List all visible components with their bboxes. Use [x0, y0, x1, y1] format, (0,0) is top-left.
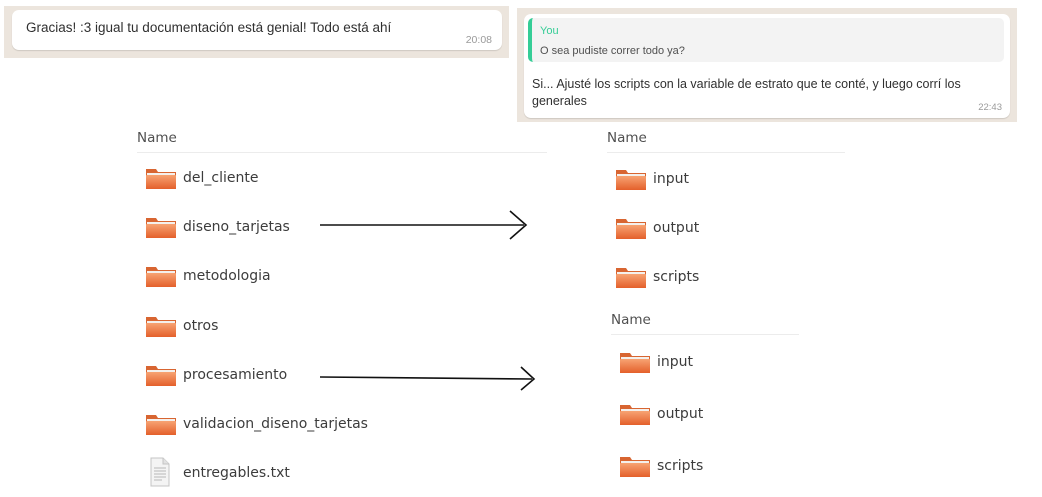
arrow-icon	[319, 366, 536, 391]
folder-icon	[619, 350, 651, 374]
item-label: metodologia	[183, 268, 271, 284]
item-label: diseno_tarjetas	[183, 219, 290, 235]
chat-reply-bubble: You O sea pudiste correr todo ya? Si... …	[524, 14, 1010, 118]
item-label: del_cliente	[183, 170, 259, 186]
item-label: validacion_diseno_tarjetas	[183, 416, 368, 432]
folder-icon	[145, 314, 177, 338]
file-list-main: Name del_cliente diseno_tarjetas metodol…	[137, 130, 547, 495]
folder-icon	[615, 216, 647, 240]
item-label: input	[657, 354, 694, 370]
column-header-name[interactable]: Name	[607, 130, 647, 146]
text-file-icon	[150, 457, 170, 487]
folder-icon	[619, 454, 651, 478]
header-divider	[607, 152, 845, 153]
folder-icon	[145, 264, 177, 288]
folder-icon	[145, 215, 177, 239]
header-divider	[611, 334, 799, 335]
folder-icon	[615, 167, 647, 191]
folder-icon	[619, 402, 651, 426]
column-header-name[interactable]: Name	[611, 312, 651, 328]
chat-reply-time: 22:43	[978, 102, 1002, 113]
chat-message-text: Gracias! :3 igual tu documentación está …	[26, 20, 392, 35]
folder-icon	[145, 166, 177, 190]
folder-icon	[145, 412, 177, 436]
file-list-diseno-tarjetas: Name input output scripts	[607, 130, 847, 300]
folder-icon	[615, 265, 647, 289]
chat-reply-text: Si... Ajusté los scripts con la variable…	[532, 77, 961, 108]
quoted-text: O sea pudiste correr todo ya?	[540, 45, 685, 57]
item-label: input	[653, 171, 690, 187]
item-label: procesamiento	[183, 367, 288, 383]
item-label: scripts	[657, 458, 704, 474]
chat-message-bubble: Gracias! :3 igual tu documentación está …	[12, 10, 502, 50]
folder-icon	[145, 363, 177, 387]
item-label: output	[653, 220, 700, 236]
file-list-procesamiento: Name input output scripts	[611, 312, 801, 492]
item-label: output	[657, 406, 704, 422]
item-label: entregables.txt	[183, 465, 290, 481]
arrow-icon	[320, 210, 528, 240]
chat-message-time: 20:08	[465, 34, 492, 46]
quoted-author: You	[540, 25, 559, 37]
item-label: otros	[183, 318, 219, 334]
quoted-message[interactable]: You O sea pudiste correr todo ya?	[528, 18, 1004, 62]
column-header-name[interactable]: Name	[137, 130, 177, 146]
header-divider	[137, 152, 547, 153]
item-label: scripts	[653, 269, 700, 285]
